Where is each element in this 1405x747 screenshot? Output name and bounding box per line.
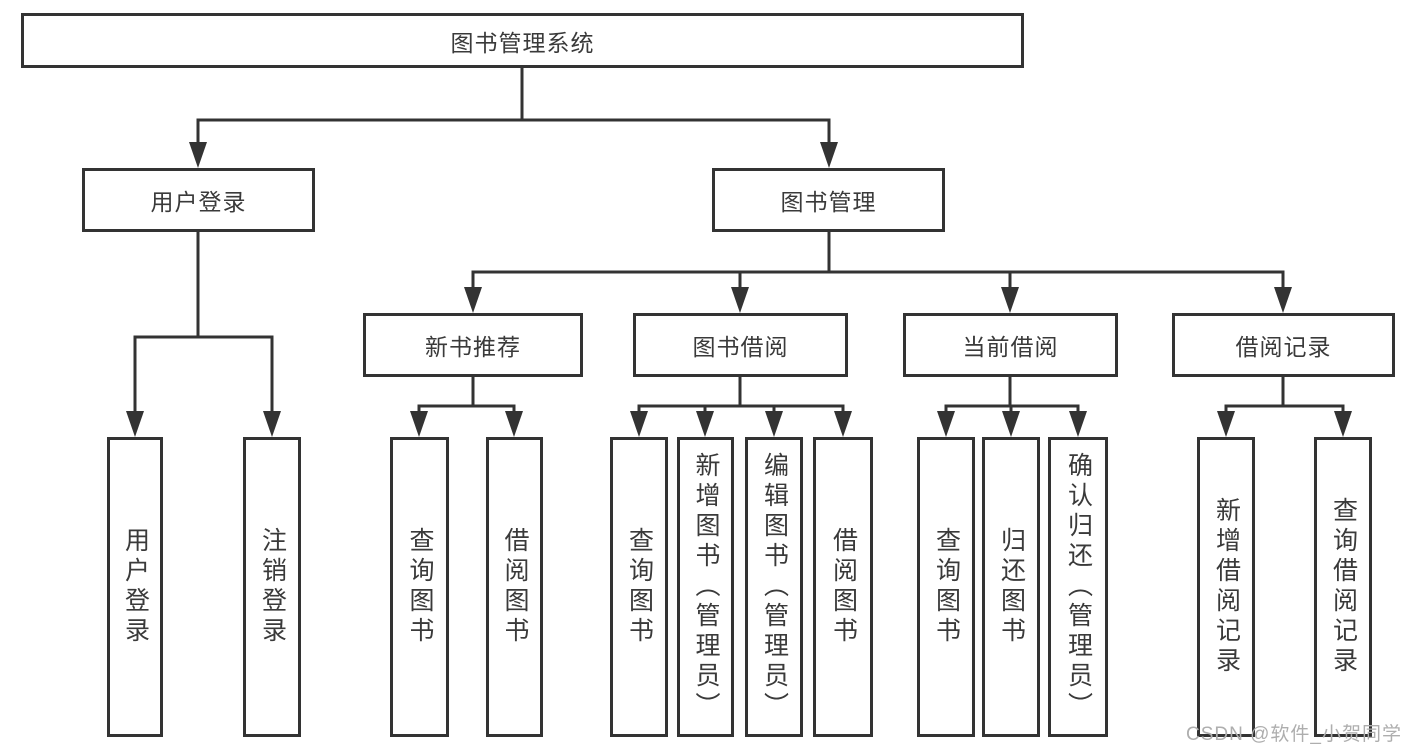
node-label: 当前借阅: [962, 334, 1059, 360]
arrowhead: [1334, 411, 1352, 437]
node-label: 图书管理系统: [450, 29, 595, 56]
node-new-book-recommend: 新书推荐: [363, 313, 583, 377]
arrowhead: [820, 142, 838, 168]
arrowhead: [126, 411, 144, 437]
node-label: 注销登录: [258, 527, 287, 647]
node-root-library-management-system: 图书管理系统: [21, 13, 1024, 68]
node-user-login: 用户登录: [82, 168, 315, 232]
node-label: 查询图书: [406, 527, 434, 647]
connector-book-borrowing-branch: [630, 375, 852, 437]
arrowhead: [937, 411, 955, 437]
node-label: 新书推荐: [425, 334, 521, 360]
node-label: 查询借阅记录: [1329, 497, 1358, 677]
arrowhead: [696, 411, 714, 437]
leaf-query-borrow-record: 查询借阅记录: [1314, 437, 1372, 737]
arrowhead: [1001, 287, 1019, 313]
arrowhead: [464, 287, 482, 313]
connector-borrowing-records-branch: [1217, 375, 1352, 437]
node-label: 用户登录: [121, 527, 150, 647]
leaf-borrow-books: 借阅图书: [813, 437, 873, 737]
node-label: 用户登录: [150, 189, 247, 215]
leaf-query-books-current: 查询图书: [917, 437, 975, 737]
connector-book-management-to-level3: [464, 230, 1292, 313]
node-book-management: 图书管理: [712, 168, 945, 232]
leaf-user-login: 用户登录: [107, 437, 163, 737]
node-current-borrowing: 当前借阅: [903, 313, 1118, 377]
connector-user-login-branch: [126, 230, 281, 437]
arrowhead: [731, 287, 749, 313]
leaf-edit-books-admin: 编辑图书（管理员）: [745, 437, 803, 737]
node-label: 图书借阅: [692, 334, 789, 360]
node-borrowing-records: 借阅记录: [1172, 313, 1395, 377]
node-label: 查询图书: [932, 527, 961, 647]
leaf-return-books: 归还图书: [982, 437, 1040, 737]
node-label: 借阅图书: [501, 527, 529, 647]
arrowhead: [1217, 411, 1235, 437]
leaf-add-books-admin: 新增图书（管理员）: [677, 437, 734, 737]
arrowhead: [834, 411, 852, 437]
csdn-watermark: CSDN @软件_小贺同学: [1186, 724, 1402, 745]
connector-root-to-level2: [189, 66, 838, 168]
node-label: 新增借阅记录: [1212, 497, 1241, 677]
arrowhead: [1274, 287, 1292, 313]
connector-new-book-branch: [410, 375, 523, 437]
node-label: 新增图书（管理员）: [692, 452, 720, 722]
node-label: 借阅图书: [829, 527, 858, 647]
leaf-confirm-return-admin: 确认归还（管理员）: [1048, 437, 1108, 737]
node-label: 借阅记录: [1235, 334, 1332, 360]
arrowhead: [189, 142, 207, 168]
connector-current-borrowing-branch: [937, 375, 1087, 437]
node-book-borrowing: 图书借阅: [633, 313, 848, 377]
arrowhead: [630, 411, 648, 437]
leaf-logout: 注销登录: [243, 437, 301, 737]
arrowhead: [410, 411, 428, 437]
leaf-borrow-books-recommend: 借阅图书: [486, 437, 543, 737]
arrowhead: [263, 411, 281, 437]
leaf-add-borrow-record: 新增借阅记录: [1197, 437, 1255, 737]
node-label: 图书管理: [780, 189, 877, 215]
leaf-query-books-borrowing: 查询图书: [610, 437, 668, 737]
arrowhead: [765, 411, 783, 437]
arrowhead: [1002, 411, 1020, 437]
node-label: 归还图书: [997, 527, 1026, 647]
arrowhead: [1069, 411, 1087, 437]
leaf-query-books-recommend: 查询图书: [390, 437, 449, 737]
node-label: 确认归还（管理员）: [1064, 452, 1093, 722]
node-label: 编辑图书（管理员）: [760, 452, 789, 722]
node-label: 查询图书: [625, 527, 654, 647]
arrowhead: [505, 411, 523, 437]
